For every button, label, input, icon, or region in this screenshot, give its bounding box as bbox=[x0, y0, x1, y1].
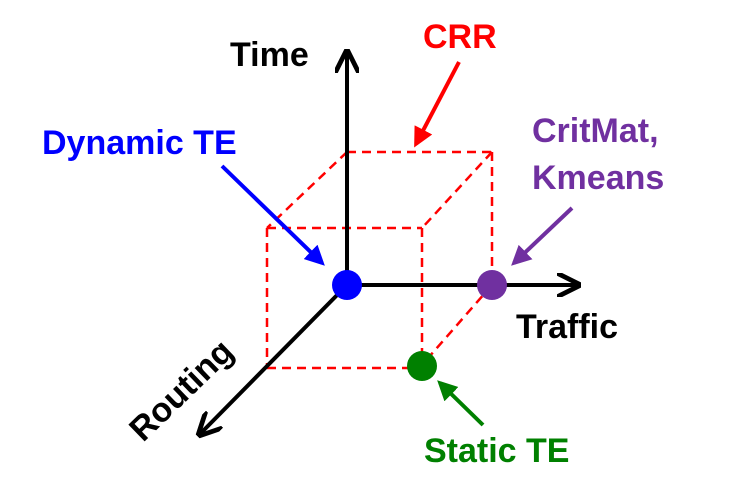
static-te-pointer-arrow bbox=[437, 380, 485, 427]
cube-edge bbox=[421, 151, 493, 229]
dynamic-te-point bbox=[332, 270, 362, 300]
critmat-label-line1: CritMat, bbox=[532, 112, 659, 150]
routing-axis-label: Routing bbox=[122, 332, 241, 449]
routing-axis bbox=[201, 283, 349, 433]
crr-pointer-arrow bbox=[414, 61, 461, 148]
cube-edge bbox=[421, 284, 493, 366]
dynamic-te-label: Dynamic TE bbox=[42, 124, 237, 162]
static-te-point bbox=[407, 351, 437, 381]
dynamic-te-pointer-arrow bbox=[220, 164, 325, 266]
crr-label: CRR bbox=[423, 18, 497, 56]
traffic-axis-label: Traffic bbox=[516, 308, 618, 346]
time-axis-label: Time bbox=[230, 36, 309, 74]
cube-edge bbox=[266, 151, 348, 229]
critmat-label-line2: Kmeans bbox=[532, 159, 664, 197]
static-te-label: Static TE bbox=[424, 432, 569, 470]
crr-cube bbox=[265, 150, 494, 370]
critmat-pointer-arrow bbox=[511, 206, 574, 266]
axes bbox=[201, 54, 576, 433]
critmat-point bbox=[477, 270, 507, 300]
